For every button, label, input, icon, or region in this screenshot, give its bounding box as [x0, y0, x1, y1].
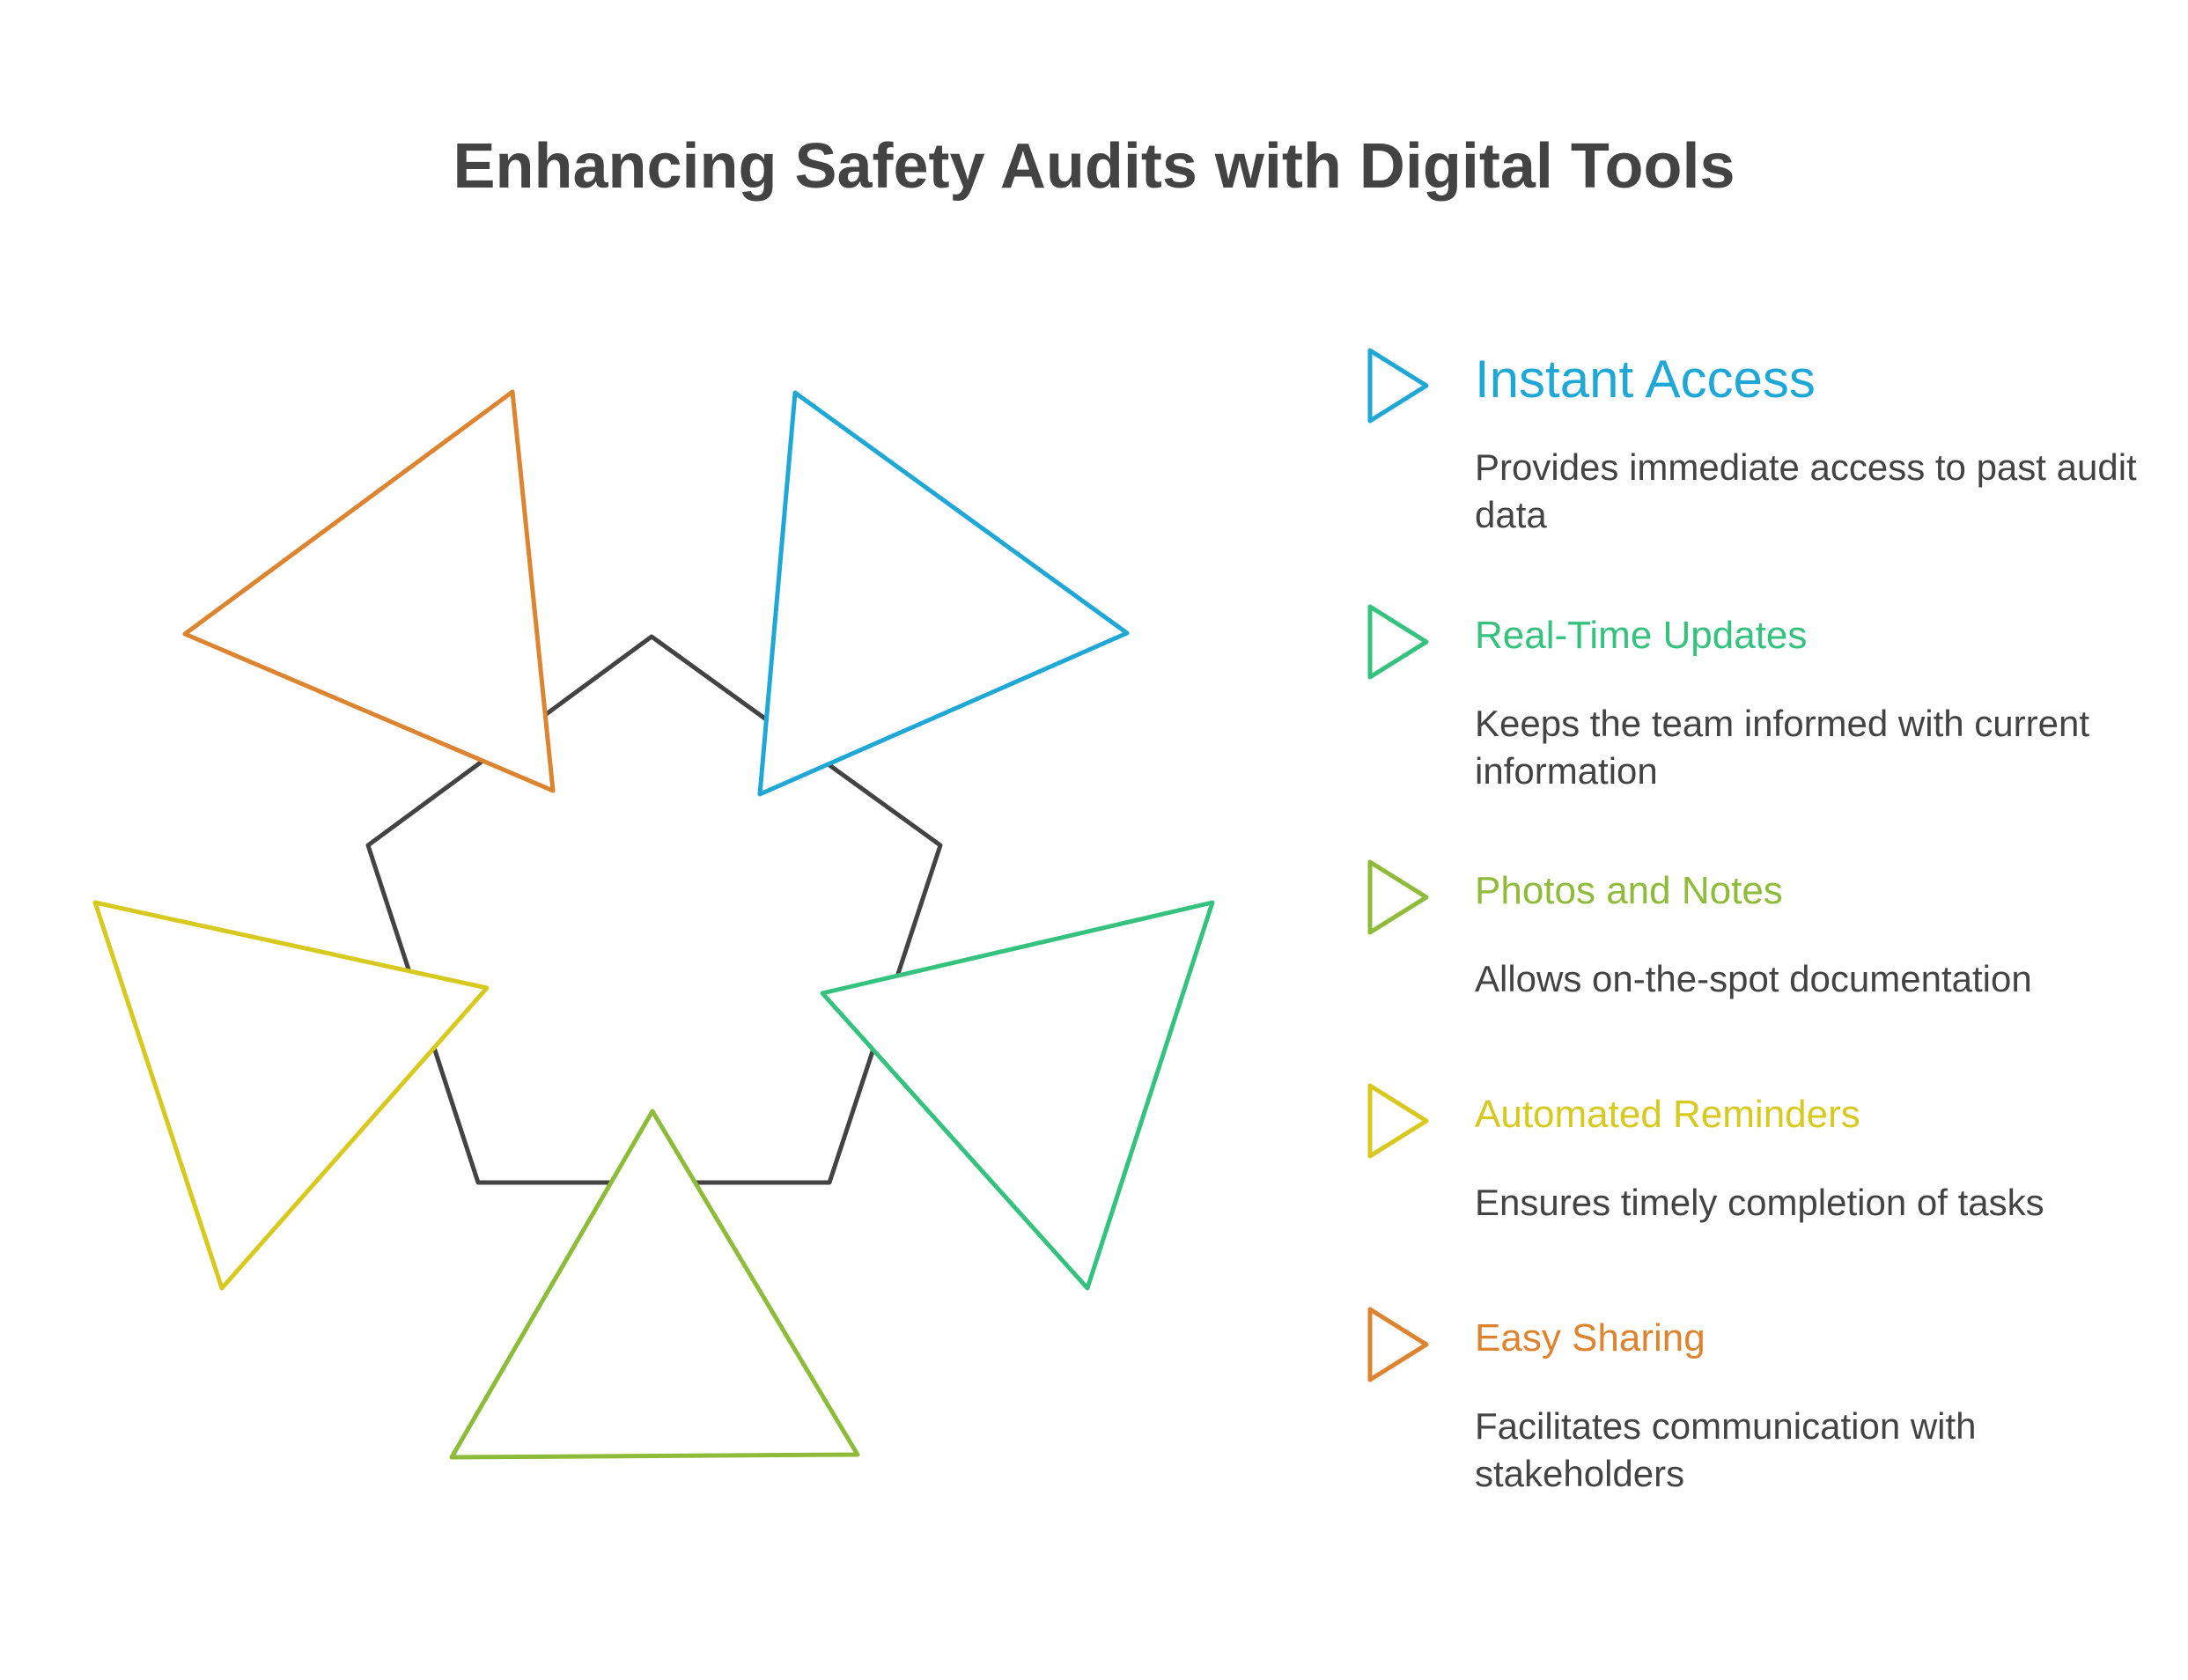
triangle-right-icon	[1367, 859, 1429, 935]
list-item-instant-access: Instant Access Provides immediate access…	[1356, 345, 2148, 548]
item-description: Facilitates communication with stakehold…	[1475, 1405, 1977, 1494]
triangle-photos-and-notes	[449, 1109, 860, 1460]
list-item-photos-and-notes: Photos and Notes Allows on-the-spot docu…	[1356, 857, 2148, 1015]
item-heading: Photos and Notes	[1475, 869, 1783, 912]
item-heading: Automated Reminders	[1475, 1093, 1860, 1136]
list-item-automated-reminders: Automated Reminders Ensures timely compl…	[1356, 1080, 2148, 1239]
item-description: Allows on-the-spot documentation	[1475, 958, 2032, 999]
triangle-right-icon	[1367, 604, 1429, 680]
item-description: Keeps the team informed with current inf…	[1475, 703, 2090, 792]
triangle-instant-access	[757, 390, 1130, 797]
triangle-right-icon	[1367, 348, 1429, 424]
item-heading: Real-Time Updates	[1475, 614, 1808, 657]
item-heading: Easy Sharing	[1475, 1316, 1705, 1359]
triangle-automated-reminders	[92, 900, 490, 1291]
list-item-real-time-updates: Real-Time Updates Keeps the team informe…	[1356, 601, 2148, 804]
list-item-easy-sharing: Easy Sharing Facilitates communication w…	[1356, 1304, 2148, 1507]
triangle-real-time-updates	[820, 900, 1215, 1291]
triangle-right-icon	[1367, 1307, 1429, 1382]
item-description: Ensures timely completion of tasks	[1475, 1182, 2044, 1223]
item-description: Provides immediate access to past audit …	[1475, 446, 2137, 535]
diagram-title: Enhancing Safety Audits with Digital Too…	[453, 131, 1735, 202]
pentagon-diagram	[92, 389, 1215, 1460]
item-heading: Instant Access	[1475, 350, 1816, 409]
triangle-right-icon	[1367, 1083, 1429, 1159]
triangle-easy-sharing	[182, 389, 556, 793]
